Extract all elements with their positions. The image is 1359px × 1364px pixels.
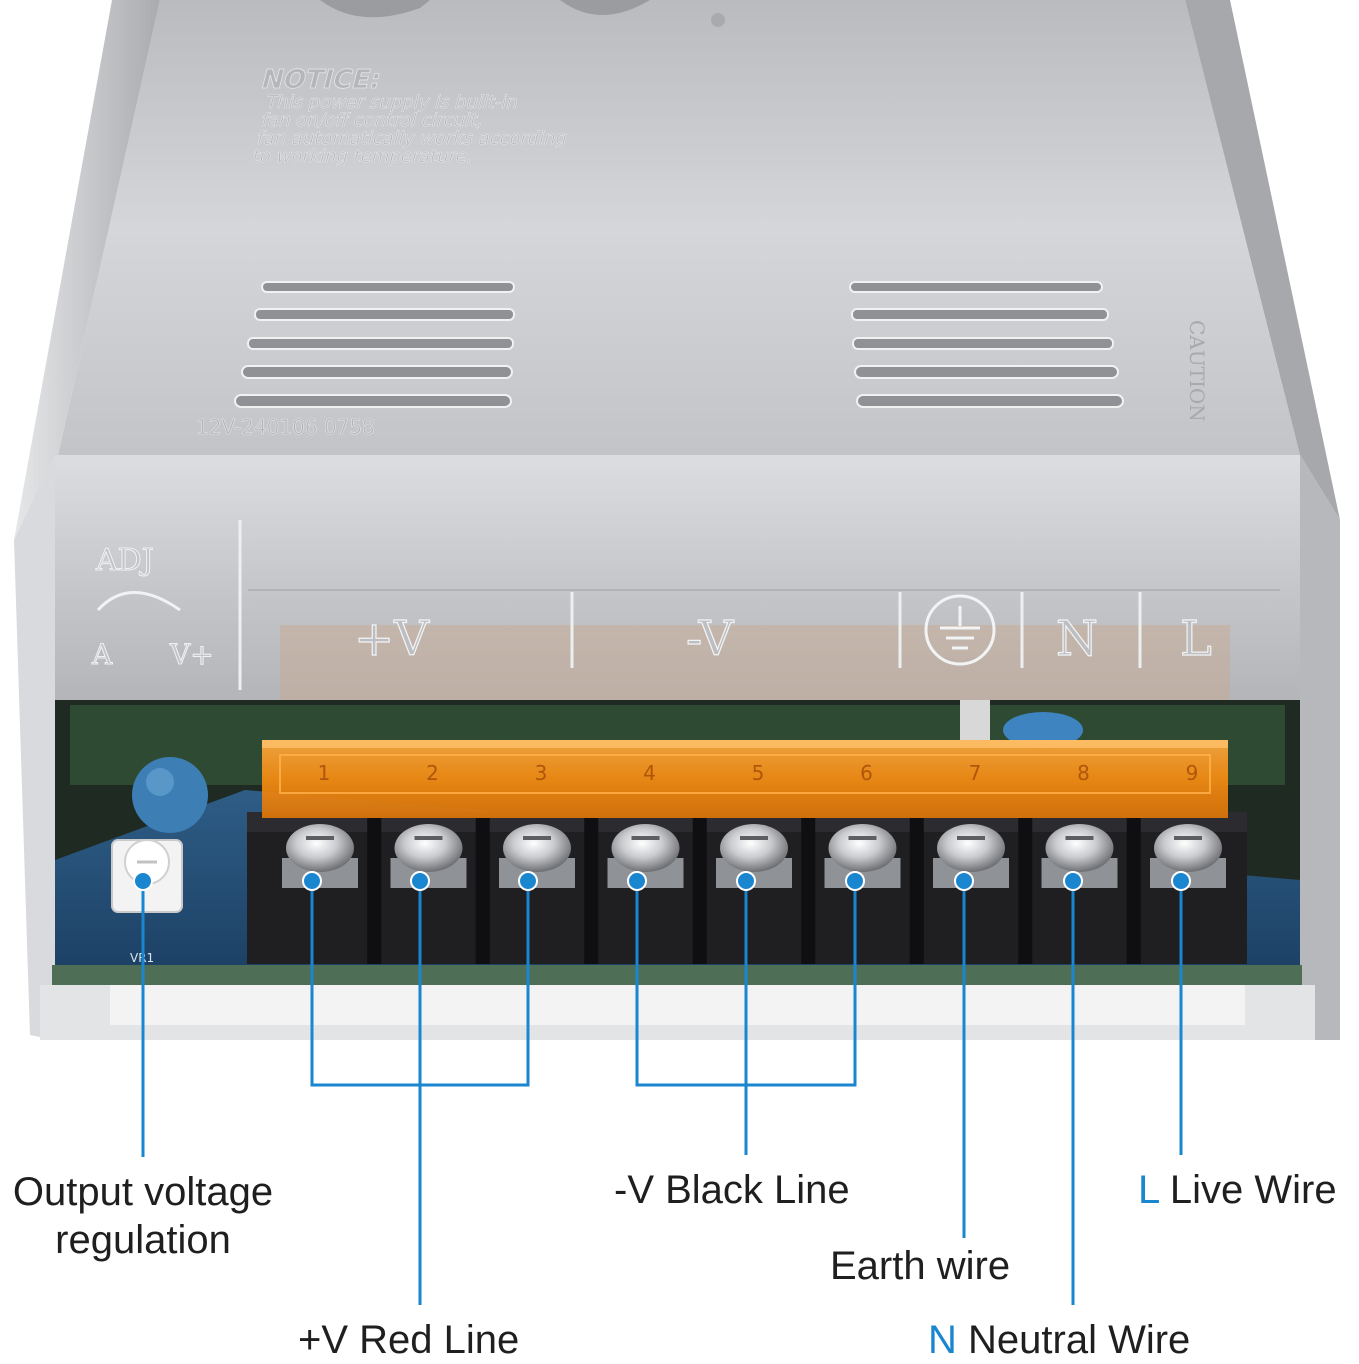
adj-arrow-icon [96,591,181,612]
case-front: ADJ A V+ +V -V N L [14,455,1340,1040]
terminal-screw-6[interactable] [824,824,901,888]
terminal-screw-3[interactable] [499,824,575,888]
mark-l: L [1180,611,1212,667]
vent-slots-right [849,281,1124,408]
mark-plus-v: +V [354,611,430,667]
label-minus-v-black-line: -V Black Line [614,1168,850,1212]
terminal-number-6: 6 [860,761,873,785]
terminal-divider [584,818,599,964]
label-live-prefix: L [1138,1168,1159,1212]
terminal-number-7: 7 [969,761,982,785]
earth-ground-icon [924,594,996,666]
terminal-number-9: 9 [1186,761,1199,785]
terminal-divider [909,818,924,964]
label-live-wire: L Live Wire [1138,1166,1337,1214]
terminal-number-1: 1 [318,761,331,785]
adj-minus: A [91,638,113,671]
notice-line-3: fan automatically works according [255,128,570,149]
adj-plus: V+ [169,638,214,671]
label-neutral-text: Neutral Wire [956,1318,1191,1362]
terminal-divider [1126,818,1141,964]
terminal-divider [367,818,382,964]
terminal-divider [1018,818,1033,964]
label-earth-wire: Earth wire [830,1244,1011,1288]
terminal-number-4: 4 [643,761,656,785]
label-output-voltage-regulation: Output voltage regulation [0,1168,286,1264]
terminal-divider [692,818,707,964]
terminal-number-3: 3 [535,761,548,785]
terminal-cover[interactable]: 1 2 3 4 5 6 7 8 9 [262,740,1228,818]
label-plus-v-red-line: +V Red Line [298,1318,520,1362]
label-neutral-prefix: N [928,1318,957,1362]
callout-dots [133,871,1191,891]
case-top: NOTICE: This power supply is built-in fa… [14,0,1340,540]
vent-slots-left [234,281,515,408]
label-neutral-wire: N Neutral Wire [928,1316,1190,1364]
terminal-number-5: 5 [752,761,765,785]
terminal-number-2: 2 [426,761,439,785]
adj-label: ADJ [95,543,154,578]
notice-title: NOTICE: [258,64,384,95]
terminal-screw-7[interactable] [933,824,1009,888]
label-live-text: Live Wire [1158,1168,1337,1212]
notice-line-1: This power supply is built-in [263,92,521,113]
serial-number: 12V-240106 0758 [196,415,375,439]
notice-line-4: to working temperature. [250,146,475,167]
terminal-number-8: 8 [1077,761,1090,785]
callout-lines [141,881,1183,1305]
mark-minus-v: -V [686,611,735,667]
terminal-divider [801,818,816,964]
terminal-divider [475,818,490,964]
caution-mark: CAUTION [1185,320,1209,422]
label-output-voltage-line2: regulation [55,1218,231,1262]
notice-line-2: fan on/off control circuit, [259,110,485,131]
label-output-voltage-line1: Output voltage [12,1170,274,1214]
mark-n: N [1056,611,1098,667]
